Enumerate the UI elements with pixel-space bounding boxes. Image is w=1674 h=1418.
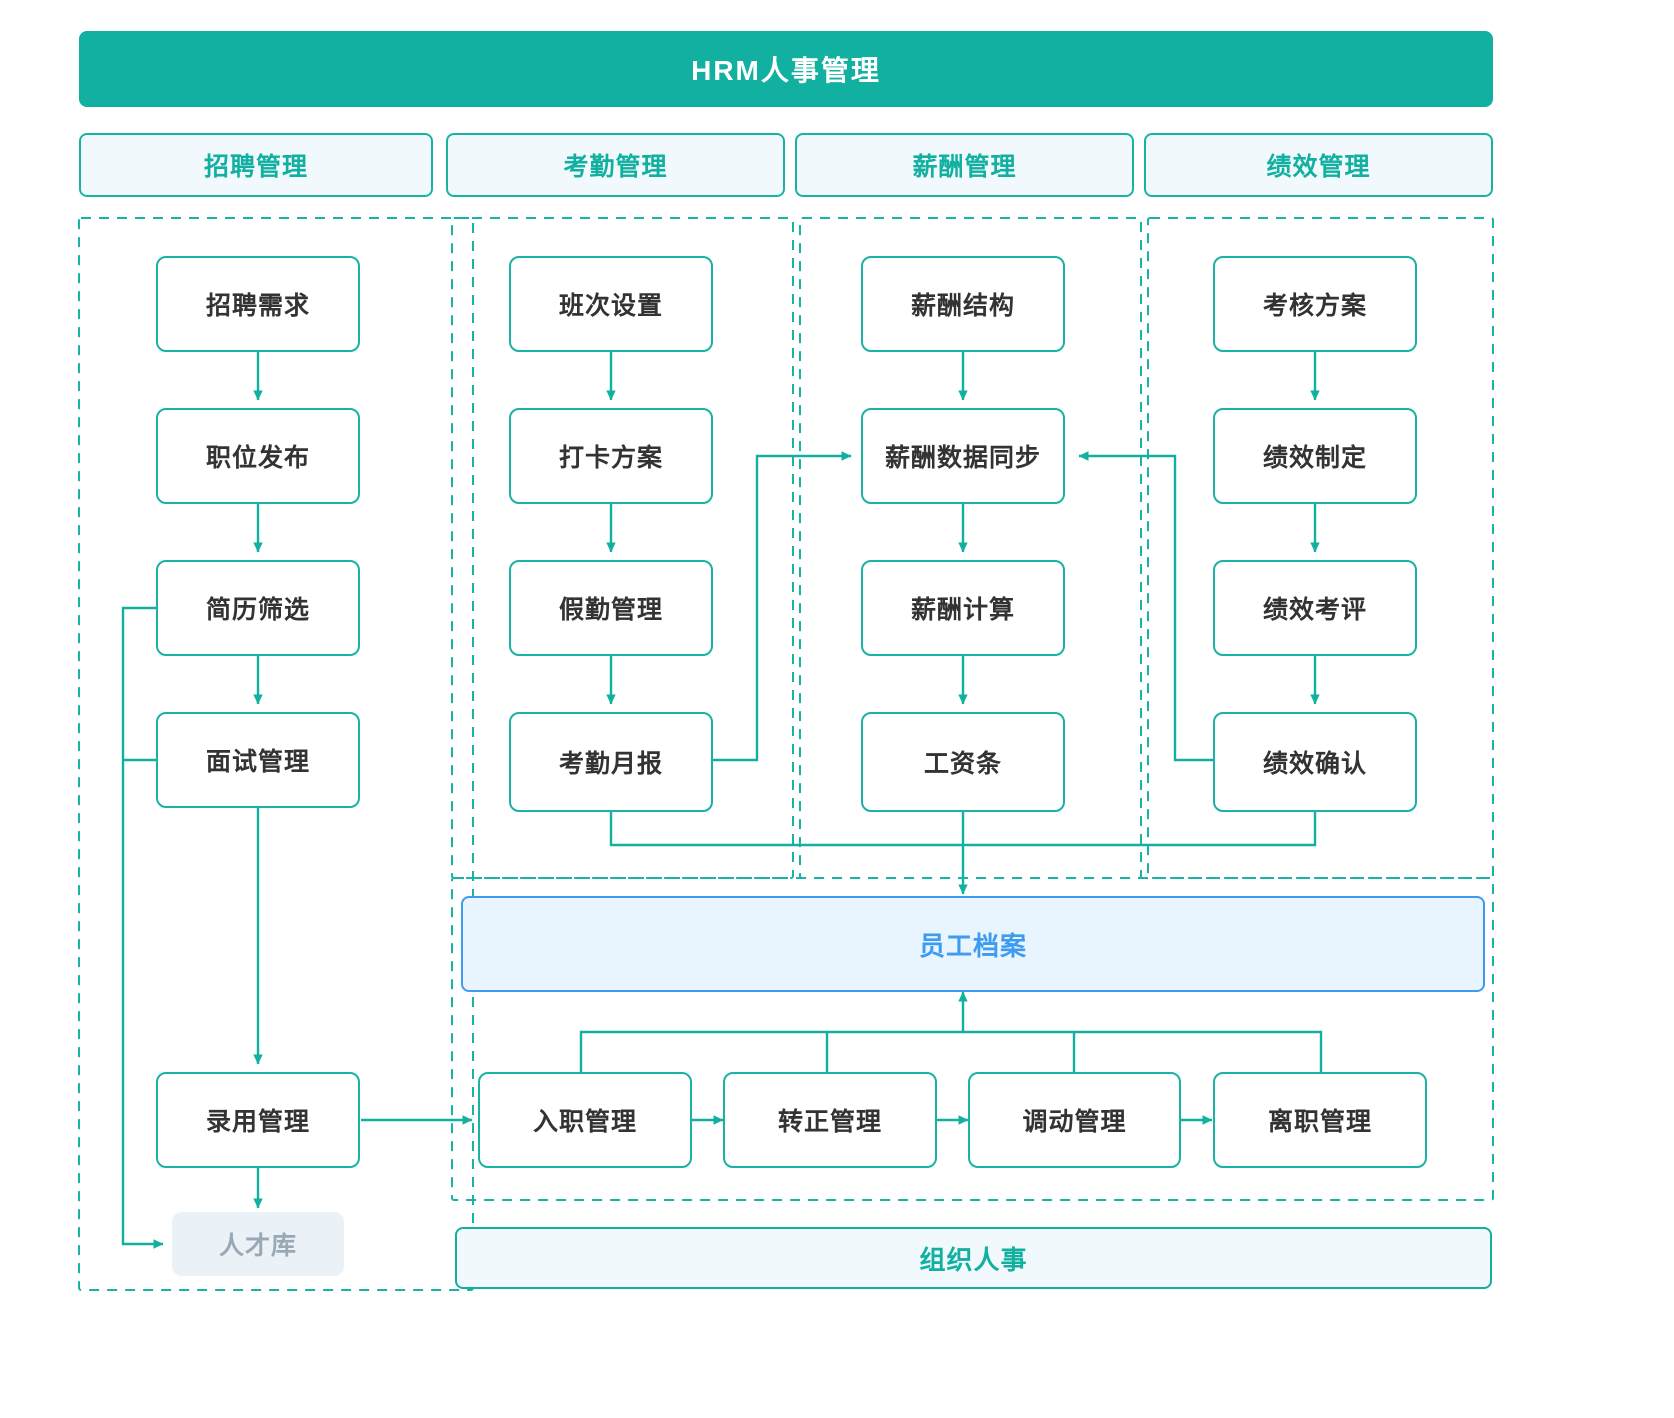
edge-lifecycle-bus	[579, 1030, 1323, 1072]
node-hiring-management[interactable]: 录用管理	[156, 1072, 360, 1168]
tab-performance[interactable]: 绩效管理	[1144, 133, 1493, 197]
group-payroll	[799, 217, 1142, 879]
tab-attendance[interactable]: 考勤管理	[446, 133, 785, 197]
tab-payroll[interactable]: 薪酬管理	[795, 133, 1134, 197]
node-performance-setup[interactable]: 绩效制定	[1213, 408, 1417, 504]
node-appraisal-plan[interactable]: 考核方案	[1213, 256, 1417, 352]
edge-confirm-to-sync	[1078, 451, 1213, 762]
node-clock-in-plan[interactable]: 打卡方案	[509, 408, 713, 504]
node-leave-management[interactable]: 假勤管理	[509, 560, 713, 656]
edge-attendance-to-employee	[609, 812, 963, 847]
node-interview-management[interactable]: 面试管理	[156, 712, 360, 808]
node-salary-data-sync[interactable]: 薪酬数据同步	[861, 408, 1065, 504]
node-transfer[interactable]: 调动管理	[968, 1072, 1181, 1168]
edge-screen-left-rail	[121, 606, 164, 1249]
edge-performance-to-employee	[963, 812, 1317, 847]
tab-recruitment[interactable]: 招聘管理	[79, 133, 433, 197]
edge-report-to-sync	[713, 451, 852, 762]
node-onboarding[interactable]: 入职管理	[478, 1072, 692, 1168]
node-recruitment-need[interactable]: 招聘需求	[156, 256, 360, 352]
node-performance-review[interactable]: 绩效考评	[1213, 560, 1417, 656]
node-payslip[interactable]: 工资条	[861, 712, 1065, 812]
node-employee-file[interactable]: 员工档案	[461, 896, 1485, 992]
node-resume-screening[interactable]: 简历筛选	[156, 560, 360, 656]
node-talent-pool[interactable]: 人才库	[172, 1212, 344, 1276]
group-attendance	[451, 217, 794, 879]
node-regularization[interactable]: 转正管理	[723, 1072, 937, 1168]
node-attendance-monthly-report[interactable]: 考勤月报	[509, 712, 713, 812]
node-performance-confirm[interactable]: 绩效确认	[1213, 712, 1417, 812]
group-recruitment	[78, 217, 474, 1291]
node-resignation[interactable]: 离职管理	[1213, 1072, 1427, 1168]
footer-org-personnel[interactable]: 组织人事	[455, 1227, 1492, 1289]
page-title: HRM人事管理	[79, 31, 1493, 107]
node-salary-structure[interactable]: 薪酬结构	[861, 256, 1065, 352]
node-job-posting[interactable]: 职位发布	[156, 408, 360, 504]
group-employee	[451, 877, 1494, 1201]
node-salary-calculation[interactable]: 薪酬计算	[861, 560, 1065, 656]
node-shift-setup[interactable]: 班次设置	[509, 256, 713, 352]
